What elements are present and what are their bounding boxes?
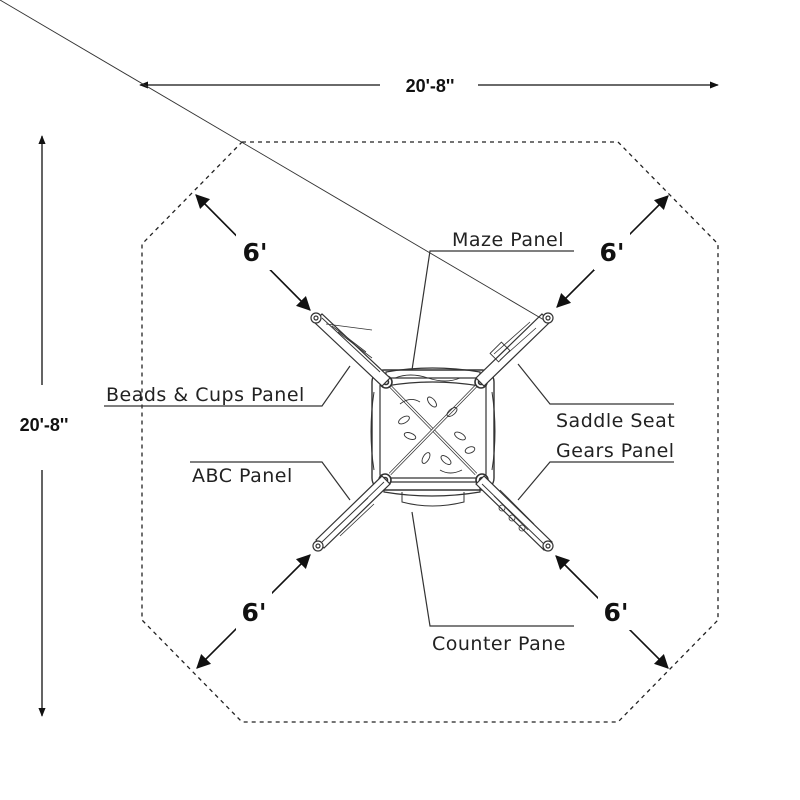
arm-beads-cups — [310, 312, 391, 387]
height-dimension-label: 20'-8'' — [20, 415, 69, 435]
counter-panel-shape — [383, 477, 481, 497]
height-dimension: 20'-8'' — [20, 135, 69, 717]
arm-saddle-seat — [0, 0, 554, 387]
arm-abc — [312, 475, 391, 552]
leader-saddle — [517, 363, 674, 405]
clearance-bottom-left: 6' — [196, 554, 311, 669]
arm-gears — [475, 475, 554, 552]
deck-inner — [379, 377, 487, 483]
label-counter-panel: Counter Pane — [432, 633, 566, 655]
clearance-top-right: 6' — [556, 195, 669, 308]
width-dimension-label: 20'-8'' — [406, 76, 455, 96]
clearance-bottom-right: 6' — [555, 555, 669, 669]
leader-counter — [411, 511, 574, 627]
clearance-label-bottom-left: 6' — [241, 598, 266, 627]
label-saddle-seat: Saddle Seat — [556, 410, 675, 432]
width-dimension: 20'-8'' — [139, 76, 719, 96]
leader-abc — [190, 461, 351, 501]
deck-outer — [371, 369, 495, 491]
label-gears-panel: Gears Panel — [556, 440, 675, 462]
leader-gears — [517, 461, 674, 501]
leader-maze — [411, 250, 574, 371]
play-structure — [0, 0, 554, 552]
clearance-top-left: 6' — [195, 194, 311, 311]
leader-beads — [104, 365, 351, 407]
clearance-label-top-right: 6' — [599, 238, 624, 267]
clearance-label-top-left: 6' — [242, 238, 267, 267]
label-abc-panel: ABC Panel — [192, 465, 293, 487]
label-beads-cups-panel: Beads & Cups Panel — [106, 384, 305, 406]
leader-lines — [104, 250, 674, 627]
clearance-label-bottom-right: 6' — [603, 598, 628, 627]
leaf-decoration — [398, 396, 476, 474]
label-maze-panel: Maze Panel — [452, 229, 564, 251]
